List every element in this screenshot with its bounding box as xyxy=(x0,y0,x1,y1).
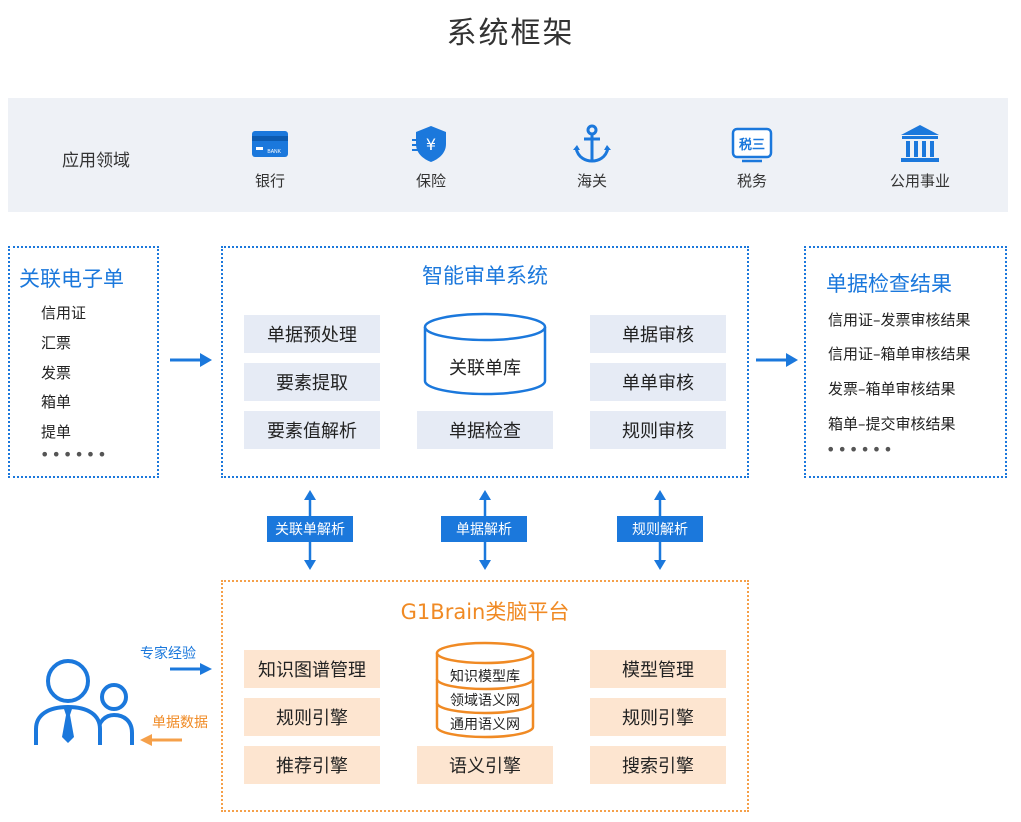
input-box-title: 关联电子单 xyxy=(19,267,124,291)
system-block-doc-audit: 单据审核 xyxy=(590,315,726,353)
brain-block-recommend-engine: 推荐引擎 xyxy=(244,746,380,784)
users-icon xyxy=(34,659,134,745)
input-doc-item: 信用证 xyxy=(41,304,87,322)
system-box-title: 智能审单系统 xyxy=(422,264,548,288)
brain-block-model-manage: 模型管理 xyxy=(590,650,726,688)
results-box-title: 单据检查结果 xyxy=(826,272,952,296)
results-more-dots: •••••• xyxy=(826,440,895,459)
domain-label-customs: 海关 xyxy=(576,172,607,190)
insurance-shield-icon: ¥ xyxy=(412,126,446,162)
domain-label-public-utility: 公用事业 xyxy=(889,172,950,190)
svg-text:¥: ¥ xyxy=(426,135,436,154)
brain-box-title: G1Brain类脑平台 xyxy=(400,600,570,624)
document-data-label: 单据数据 xyxy=(152,715,208,731)
check-results-box xyxy=(804,246,1007,478)
svg-text:BANK: BANK xyxy=(267,149,281,155)
brain-platform-box xyxy=(221,580,749,812)
application-domain-bar xyxy=(8,98,1008,212)
result-item: 箱单–提交审核结果 xyxy=(828,415,956,433)
domain-public-utility: 公用事业 xyxy=(860,122,980,191)
domain-label-insurance: 保险 xyxy=(415,172,446,190)
domain-customs: 海关 xyxy=(532,122,652,191)
arrow-right-icon xyxy=(170,663,212,675)
input-more-dots: •••••• xyxy=(40,445,109,464)
system-block-doc-check: 单据检查 xyxy=(417,411,553,449)
input-doc-item: 提单 xyxy=(41,423,72,441)
audit-system-box xyxy=(221,246,749,478)
system-block-value-parse: 要素值解析 xyxy=(244,411,380,449)
tax-icon: 税三 xyxy=(731,127,773,163)
domain-insurance: ¥ 保险 xyxy=(371,122,491,191)
domain-tax: 税三 税务 xyxy=(692,122,812,191)
input-doc-item: 箱单 xyxy=(41,393,72,411)
brain-block-semantic-engine: 语义引擎 xyxy=(417,746,553,784)
application-domain-label: 应用领域 xyxy=(62,151,130,171)
domain-label-tax: 税务 xyxy=(736,172,767,190)
bank-card-icon: BANK xyxy=(252,131,288,157)
related-doc-db-label: 关联单库 xyxy=(449,358,521,379)
svg-text:税三: 税三 xyxy=(739,137,765,153)
db-layer-domain-semantic: 领域语义网 xyxy=(450,693,520,709)
page-title: 系统框架 xyxy=(446,16,575,51)
expert-experience-label: 专家经验 xyxy=(140,646,196,662)
domain-bank: BANK 银行 xyxy=(210,122,330,191)
brain-block-rule-engine-right: 规则引擎 xyxy=(590,698,726,736)
system-block-element-extract: 要素提取 xyxy=(244,363,380,401)
brain-block-rule-engine: 规则引擎 xyxy=(244,698,380,736)
result-item: 信用证–发票审核结果 xyxy=(828,311,971,329)
connector-tag-doc-parse: 单据解析 xyxy=(441,516,527,542)
public-building-icon xyxy=(901,125,939,162)
db-layer-general-semantic: 通用语义网 xyxy=(450,717,520,733)
connector-tag-related-parse: 关联单解析 xyxy=(267,516,353,542)
db-layer-knowledge-model: 知识模型库 xyxy=(450,669,520,685)
brain-block-kg-manage: 知识图谱管理 xyxy=(244,650,380,688)
database-icon xyxy=(423,312,547,396)
input-doc-item: 发票 xyxy=(41,364,72,382)
arrow-left-icon xyxy=(140,734,182,746)
anchor-icon xyxy=(573,124,611,163)
arrow-right-icon xyxy=(756,353,798,367)
knowledge-db-stack-icon xyxy=(435,641,535,739)
brain-block-search-engine: 搜索引擎 xyxy=(590,746,726,784)
system-block-cross-audit: 单单审核 xyxy=(590,363,726,401)
input-documents-box xyxy=(8,246,159,478)
connector-tag-rule-parse: 规则解析 xyxy=(617,516,703,542)
result-item: 信用证–箱单审核结果 xyxy=(828,345,971,363)
arrow-right-icon xyxy=(170,353,212,367)
result-item: 发票–箱单审核结果 xyxy=(828,380,956,398)
domain-label-bank: 银行 xyxy=(254,172,285,190)
system-block-rule-audit: 规则审核 xyxy=(590,411,726,449)
system-block-preprocess: 单据预处理 xyxy=(244,315,380,353)
input-doc-item: 汇票 xyxy=(41,334,72,352)
